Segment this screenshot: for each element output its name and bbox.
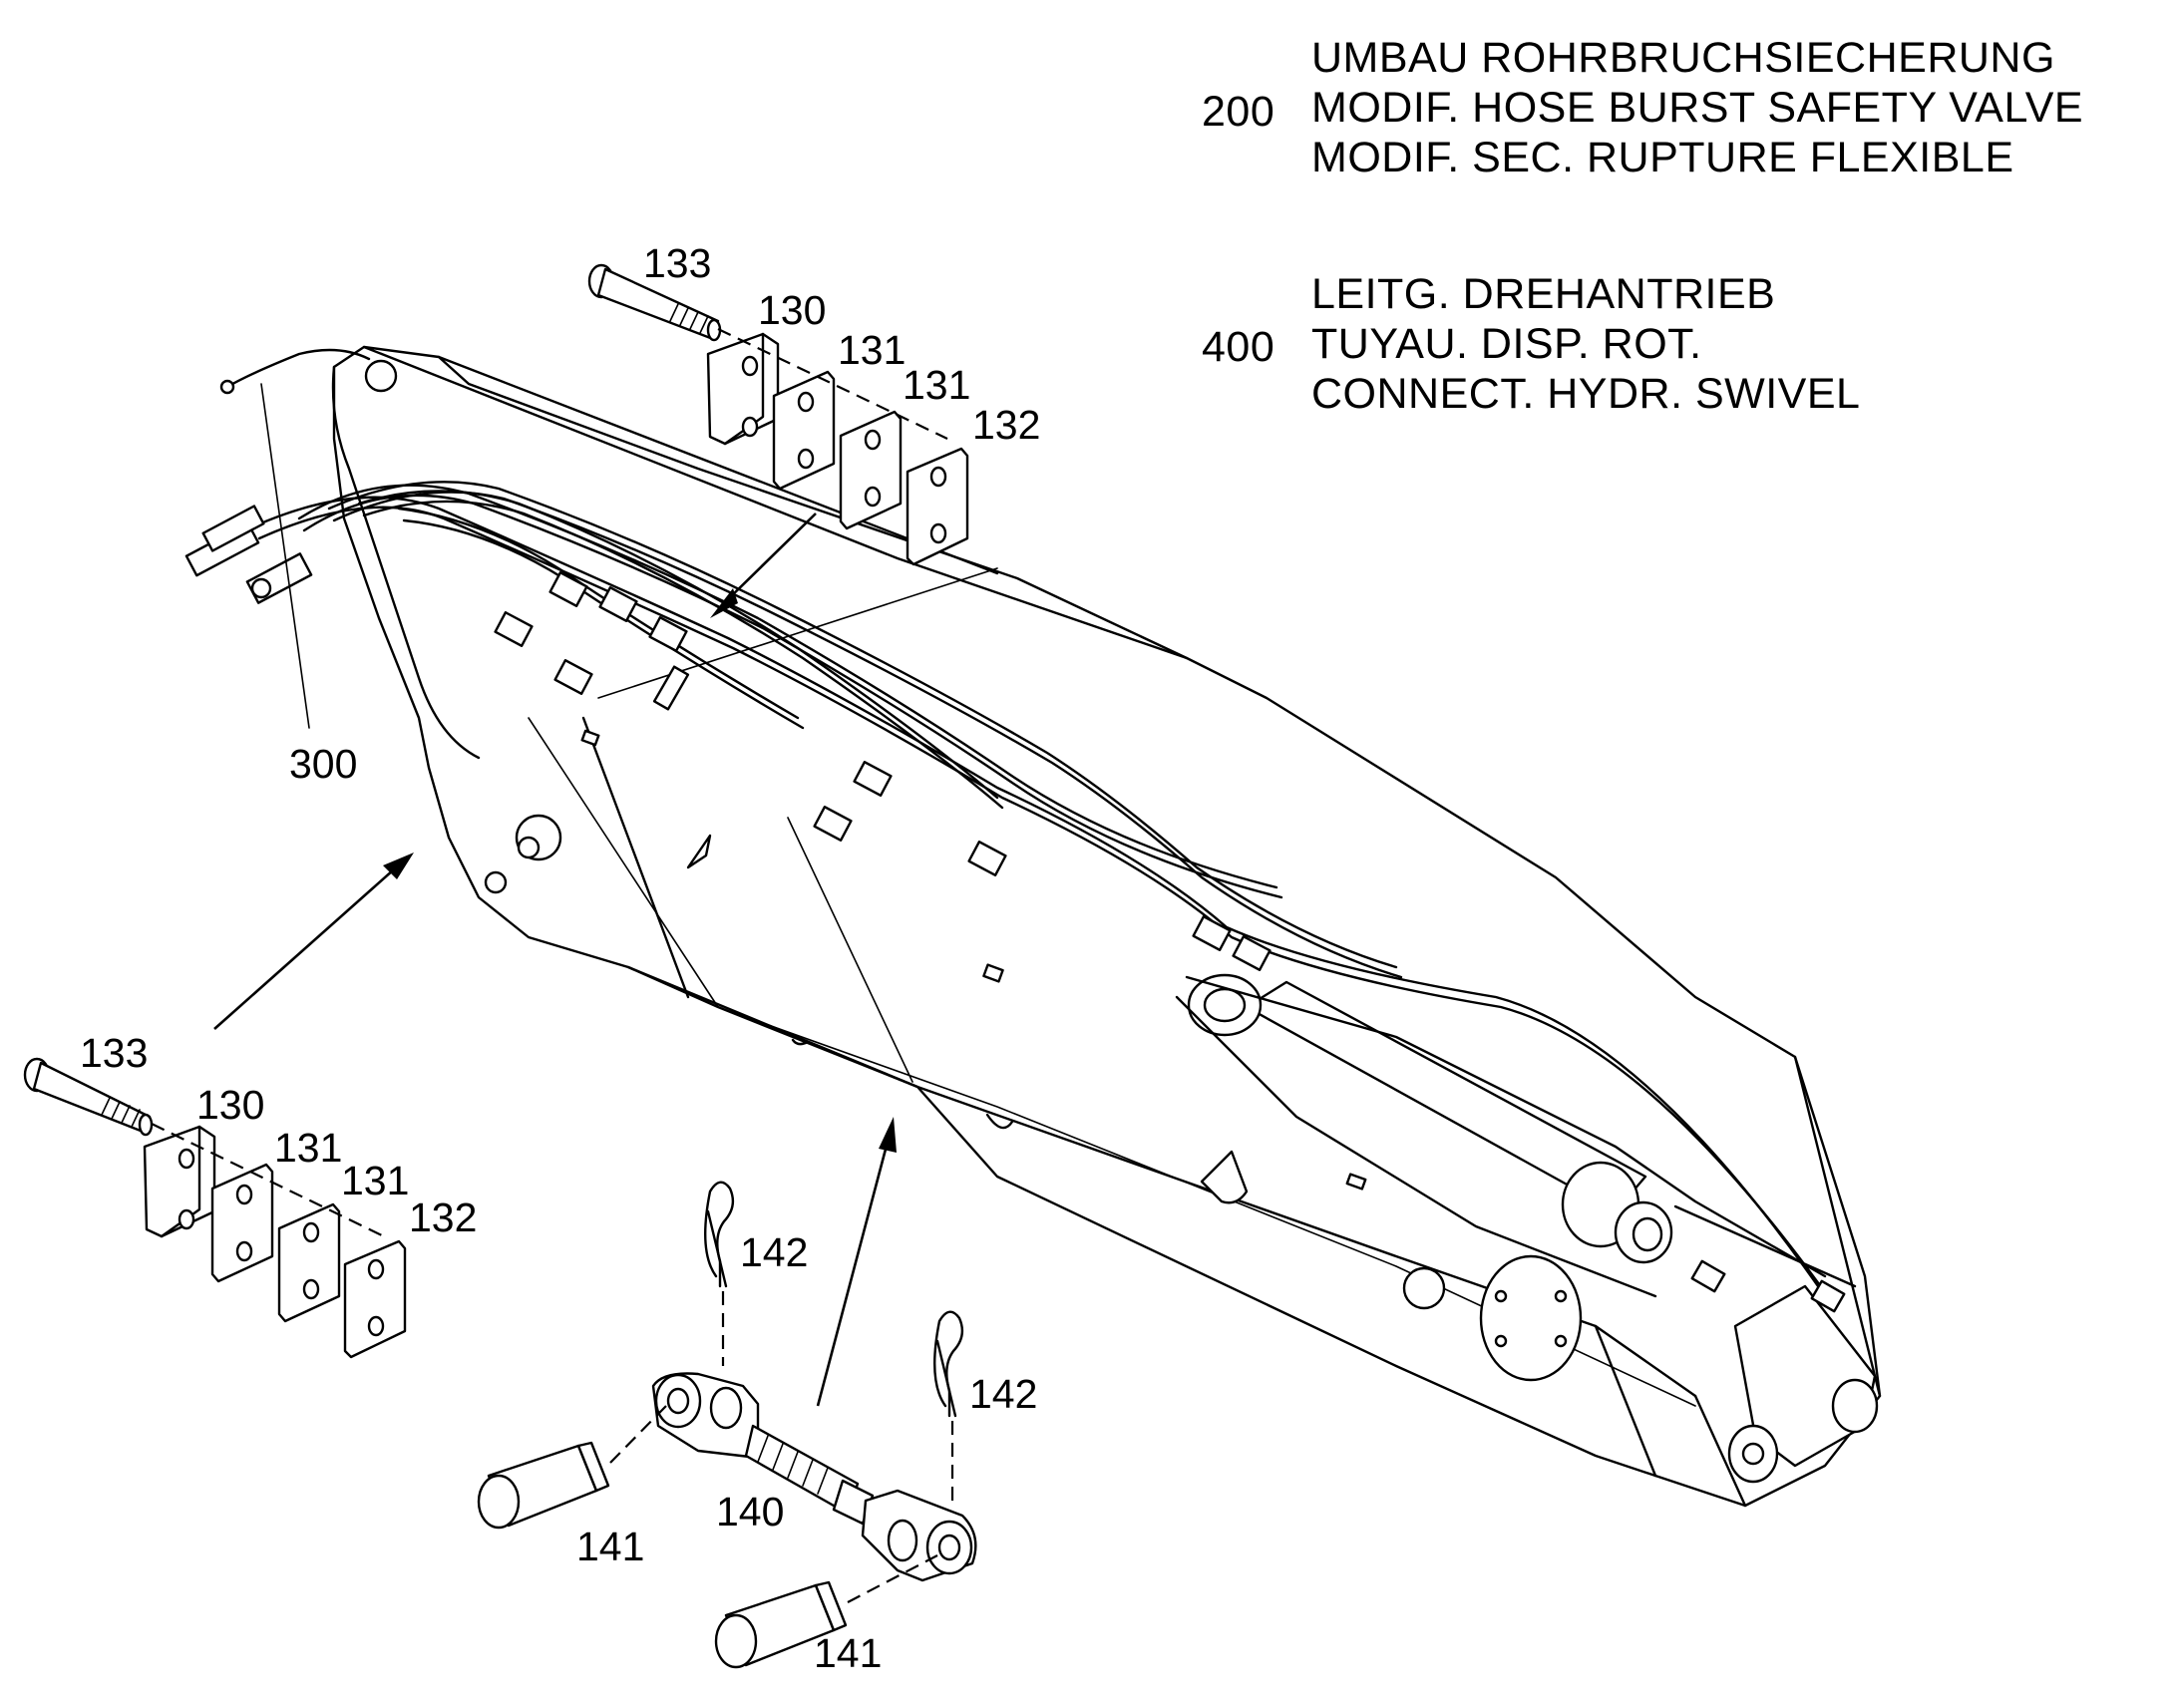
label-130-left: 130 (196, 1082, 264, 1128)
pin-141-left (477, 1405, 667, 1530)
note-400-number: 400 (1202, 323, 1274, 371)
hydraulic-cylinder (1245, 980, 1647, 1213)
label-141-left: 141 (576, 1524, 644, 1569)
plate-131b-left (277, 1202, 341, 1323)
label-131b-left: 131 (341, 1158, 409, 1203)
boom-arm (331, 345, 1882, 1508)
label-140: 140 (716, 1489, 784, 1535)
bolt-133-left (23, 1057, 154, 1137)
label-133-left: 133 (80, 1030, 148, 1076)
note-400-line-3: CONNECT. HYDR. SWIVEL (1311, 370, 1860, 418)
note-400-line-2: TUYAU. DISP. ROT. (1311, 320, 1702, 368)
plate-132-left (343, 1239, 407, 1359)
plate-131a-top (772, 370, 836, 491)
label-131a-top: 131 (838, 327, 906, 373)
cable-300: 300 (219, 348, 371, 787)
label-142-right: 142 (969, 1371, 1037, 1417)
clip-142-left (704, 1181, 735, 1366)
note-200: 200 UMBAU ROHRBRUCHSIECHERUNG MODIF. HOS… (1202, 34, 2083, 181)
plate-131b-top (839, 410, 903, 530)
label-141-right: 141 (814, 1630, 882, 1676)
note-200-line-2: MODIF. HOSE BURST SAFETY VALVE (1311, 84, 2083, 132)
label-133-top: 133 (643, 240, 711, 286)
turnbuckle-assembly: 142 142 140 141 (477, 1117, 1037, 1676)
label-131a-left: 131 (274, 1125, 342, 1171)
boom-hole (484, 870, 508, 894)
pin-141-right (714, 1554, 938, 1669)
left-plate-stack: 133 130 131 131 132 (23, 853, 477, 1359)
label-300: 300 (289, 741, 357, 787)
note-200-line-1: UMBAU ROHRBRUCHSIECHERUNG (1311, 34, 2055, 82)
note-400: 400 LEITG. DREHANTRIEB TUYAU. DISP. ROT.… (1202, 270, 1860, 418)
grease-fitting (1402, 1266, 1446, 1310)
label-132-left: 132 (409, 1195, 477, 1240)
warning-decal (1200, 1150, 1249, 1204)
top-plate-stack: 133 130 131 131 132 (587, 240, 1040, 618)
clip-142-right (933, 1310, 964, 1506)
note-200-line-3: MODIF. SEC. RUPTURE FLEXIBLE (1311, 134, 2014, 181)
plate-132-top (906, 447, 969, 566)
label-130-top: 130 (758, 287, 826, 333)
rear-pivot-hole (364, 359, 398, 393)
label-142-left: 142 (740, 1229, 808, 1275)
note-200-number: 200 (1202, 88, 1274, 136)
bolt-133-top (587, 263, 722, 342)
label-132-top: 132 (972, 402, 1040, 448)
plate-131a-left (210, 1163, 274, 1283)
cover-plate (1479, 1254, 1583, 1382)
hydraulic-hoses (184, 481, 1846, 1313)
note-400-line-1: LEITG. DREHANTRIEB (1311, 270, 1775, 318)
label-131b-top: 131 (903, 362, 970, 408)
